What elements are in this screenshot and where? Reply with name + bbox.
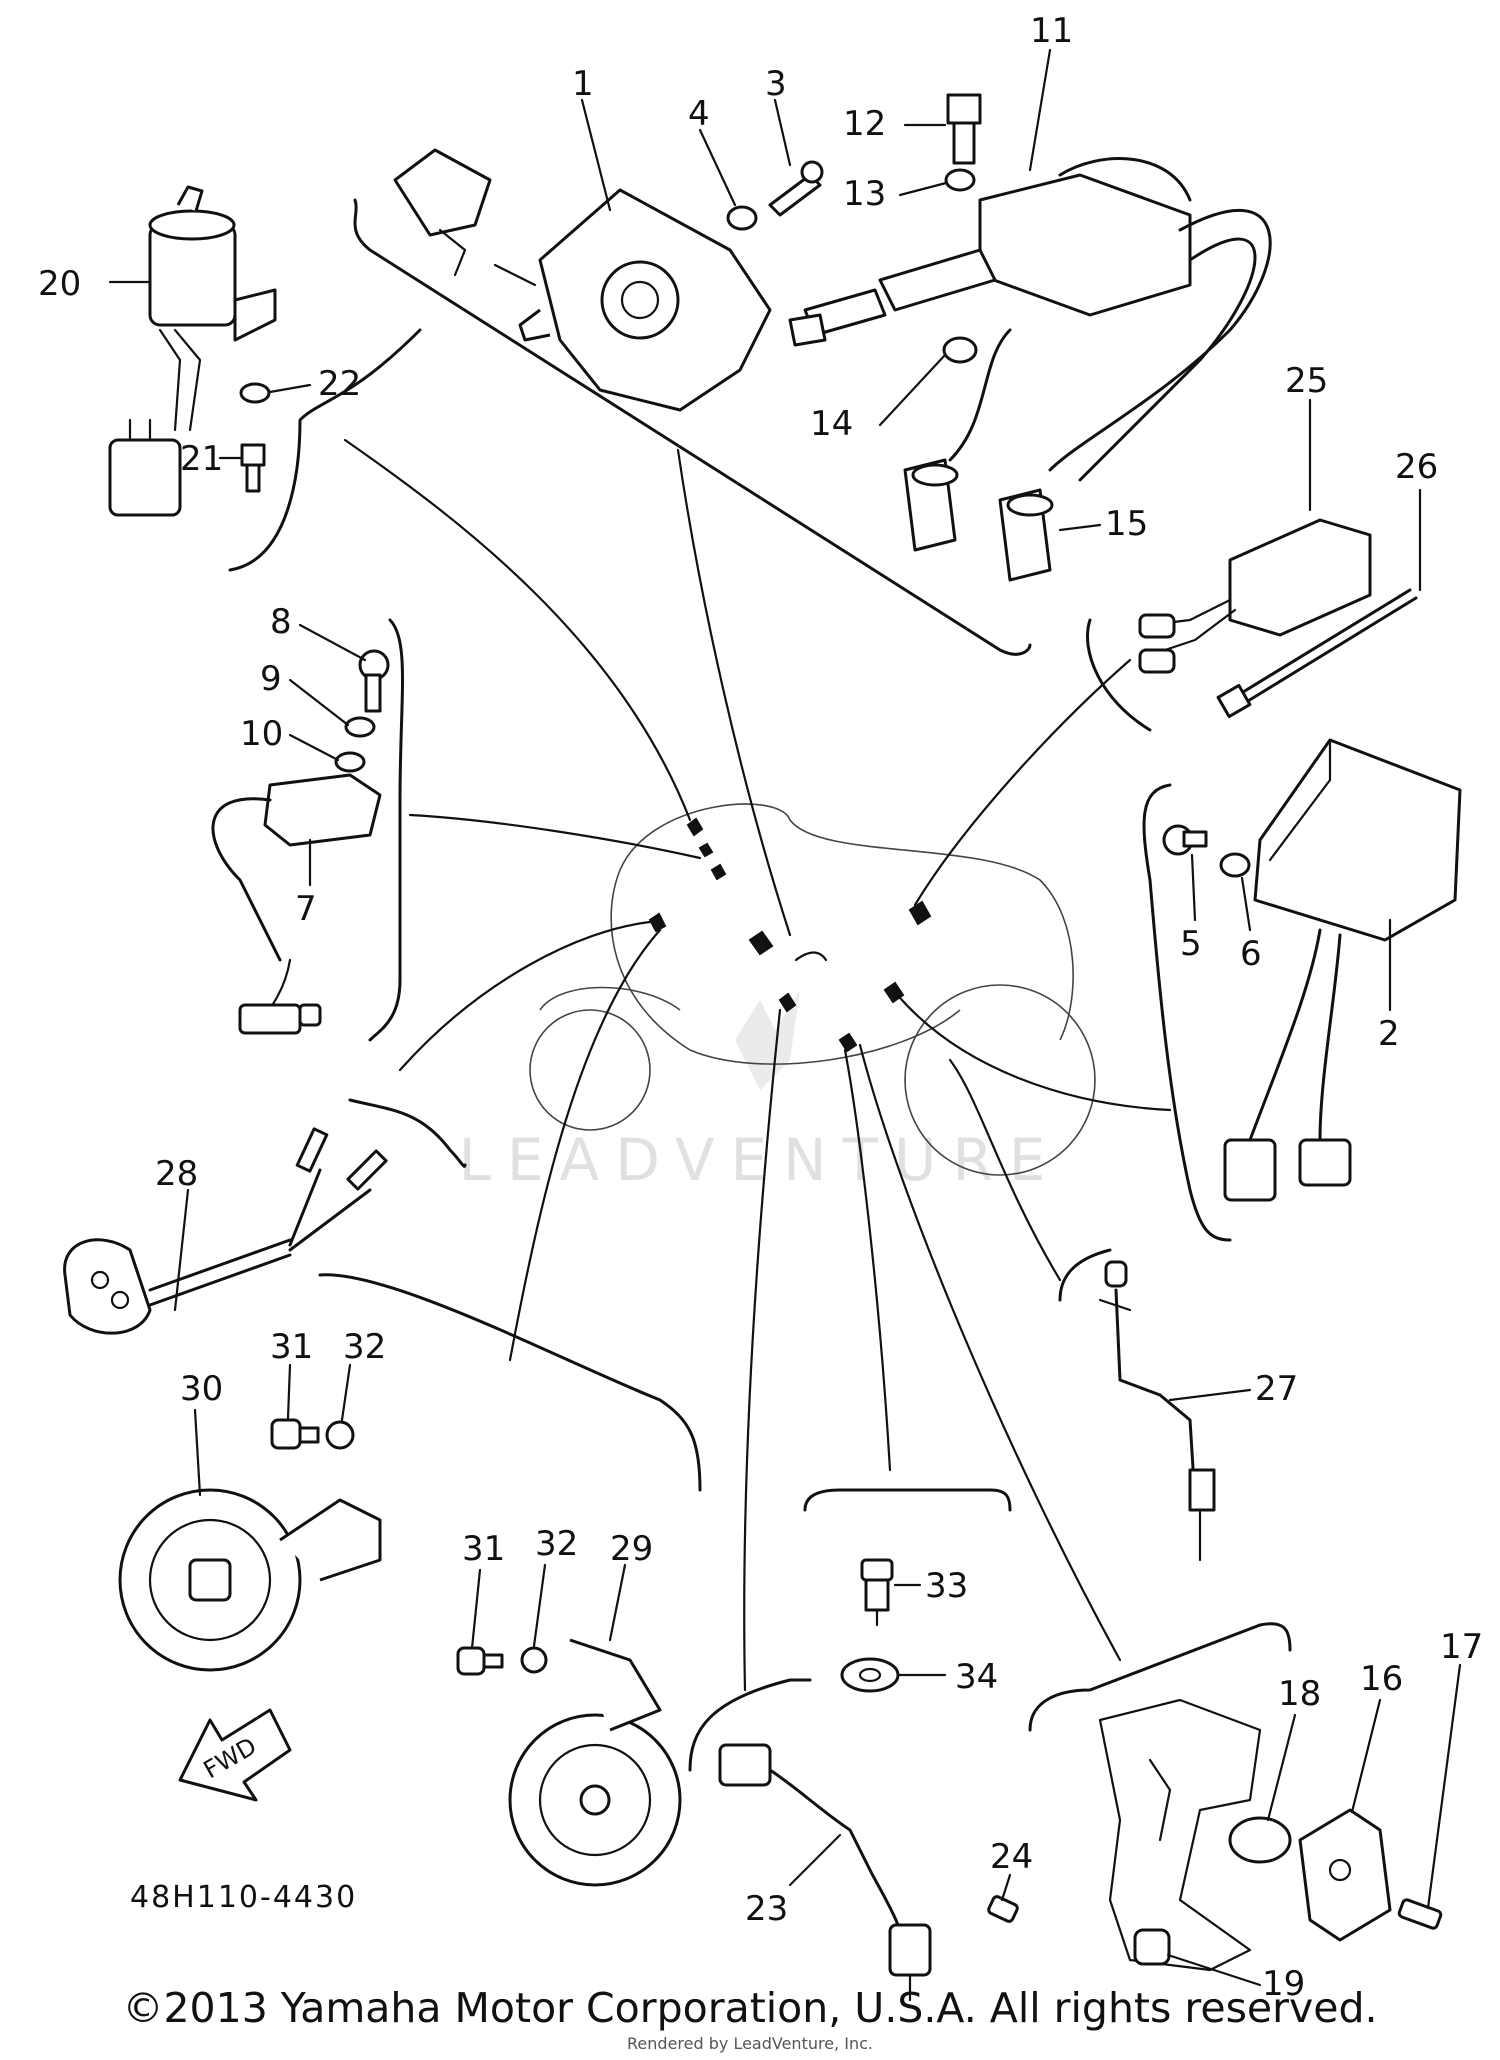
callout-1: 1 — [572, 64, 594, 104]
switch-lead-part-23 — [718, 1743, 932, 2002]
cdi-unit-part — [1223, 738, 1462, 1202]
washer-part-9 — [344, 716, 376, 738]
callout-8: 8 — [270, 602, 292, 642]
washer-part-22 — [239, 382, 271, 404]
callout-23: 23 — [745, 1889, 788, 1929]
igniter-part-25 — [1138, 518, 1372, 674]
copyright-notice: ©2013 Yamaha Motor Corporation, U.S.A. A… — [122, 1984, 1378, 2032]
horn-part-30 — [118, 1488, 382, 1672]
callout-16: 16 — [1360, 1659, 1403, 1699]
callout-18: 18 — [1278, 1674, 1321, 1714]
washer-part-13 — [944, 168, 976, 192]
callout-33: 33 — [925, 1566, 968, 1606]
callout-30: 30 — [180, 1369, 223, 1409]
tie-strap-part-26 — [1216, 588, 1418, 719]
callout-26: 26 — [1395, 447, 1438, 487]
callout-6: 6 — [1240, 934, 1262, 974]
location-markers — [648, 817, 932, 1053]
pickup-coil-part — [393, 148, 772, 412]
screw-part-3 — [768, 160, 824, 217]
leader-lines — [343, 438, 1172, 1692]
washer-part-34 — [840, 1657, 900, 1693]
bolt-part-21 — [240, 443, 266, 493]
bolt-part-31b — [456, 1646, 504, 1676]
callout-7: 7 — [295, 889, 317, 929]
rendered-by-notice: Rendered by LeadVenture, Inc. — [627, 2034, 873, 2053]
screw-part-24 — [987, 1895, 1019, 1923]
callout-14: 14 — [810, 404, 853, 444]
callout-leaders — [108, 48, 1462, 1987]
callout-32-upper: 32 — [343, 1327, 386, 1367]
bolt-part-31a — [270, 1418, 320, 1450]
cap-part-14 — [942, 336, 978, 364]
callout-24: 24 — [990, 1837, 1033, 1877]
sensor-part-27 — [1104, 1260, 1216, 1562]
grommet-part-19 — [1133, 1928, 1171, 1966]
callout-11: 11 — [1030, 11, 1073, 51]
callout-19: 19 — [1262, 1964, 1305, 2004]
callout-3: 3 — [765, 64, 787, 104]
screw-part-5 — [1162, 824, 1208, 856]
watermark: LEADVENTURE — [459, 990, 1045, 1194]
o-ring-part-18 — [1228, 1816, 1292, 1864]
screw-part-8 — [358, 649, 390, 713]
callout-27: 27 — [1255, 1369, 1298, 1409]
forward-arrow-icon: FWD — [178, 1708, 292, 1802]
callout-13: 13 — [843, 174, 886, 214]
callout-34: 34 — [955, 1657, 998, 1697]
callout-32-lower: 32 — [535, 1524, 578, 1564]
nut-part-32b — [520, 1646, 548, 1674]
regulator-part-7 — [211, 773, 382, 1035]
nut-part-32a — [325, 1420, 355, 1450]
motorcycle-outline — [529, 803, 1096, 1176]
washer-part-6 — [1219, 852, 1251, 878]
callout-10: 10 — [240, 714, 283, 754]
callout-12: 12 — [843, 104, 886, 144]
callout-9: 9 — [260, 659, 282, 699]
callout-5: 5 — [1180, 924, 1202, 964]
callout-25: 25 — [1285, 361, 1328, 401]
callout-20: 20 — [38, 264, 81, 304]
callout-22: 22 — [318, 364, 361, 404]
plug-cap-part-15 — [903, 458, 1054, 582]
callout-numbers: 1 4 3 11 12 13 14 15 25 26 20 22 21 8 9 … — [38, 11, 1483, 2004]
callout-4: 4 — [688, 94, 710, 134]
callout-2: 2 — [1378, 1014, 1400, 1054]
callout-29: 29 — [610, 1529, 653, 1569]
diagram-code: 48H110-4430 — [130, 1880, 357, 1915]
callout-21: 21 — [180, 439, 223, 479]
ignition-switch-part — [108, 185, 277, 517]
screw-part-17 — [1397, 1898, 1443, 1930]
callout-17: 17 — [1440, 1627, 1483, 1667]
callout-15: 15 — [1105, 504, 1148, 544]
callout-31-lower: 31 — [462, 1529, 505, 1569]
callout-31-upper: 31 — [270, 1327, 313, 1367]
washer-part-10 — [334, 751, 366, 773]
sensor-lead-part-28 — [63, 1127, 388, 1335]
washer-part-4 — [726, 205, 758, 231]
engine-case-section — [1098, 1698, 1262, 1972]
cover-part-16 — [1298, 1808, 1392, 1942]
callout-28: 28 — [155, 1154, 198, 1194]
ignition-coil-part — [788, 157, 1272, 482]
group-brackets — [228, 198, 1292, 1772]
switch-part-33 — [860, 1558, 894, 1627]
horn-part-29 — [508, 1638, 682, 1887]
bolt-part-12 — [946, 93, 982, 165]
